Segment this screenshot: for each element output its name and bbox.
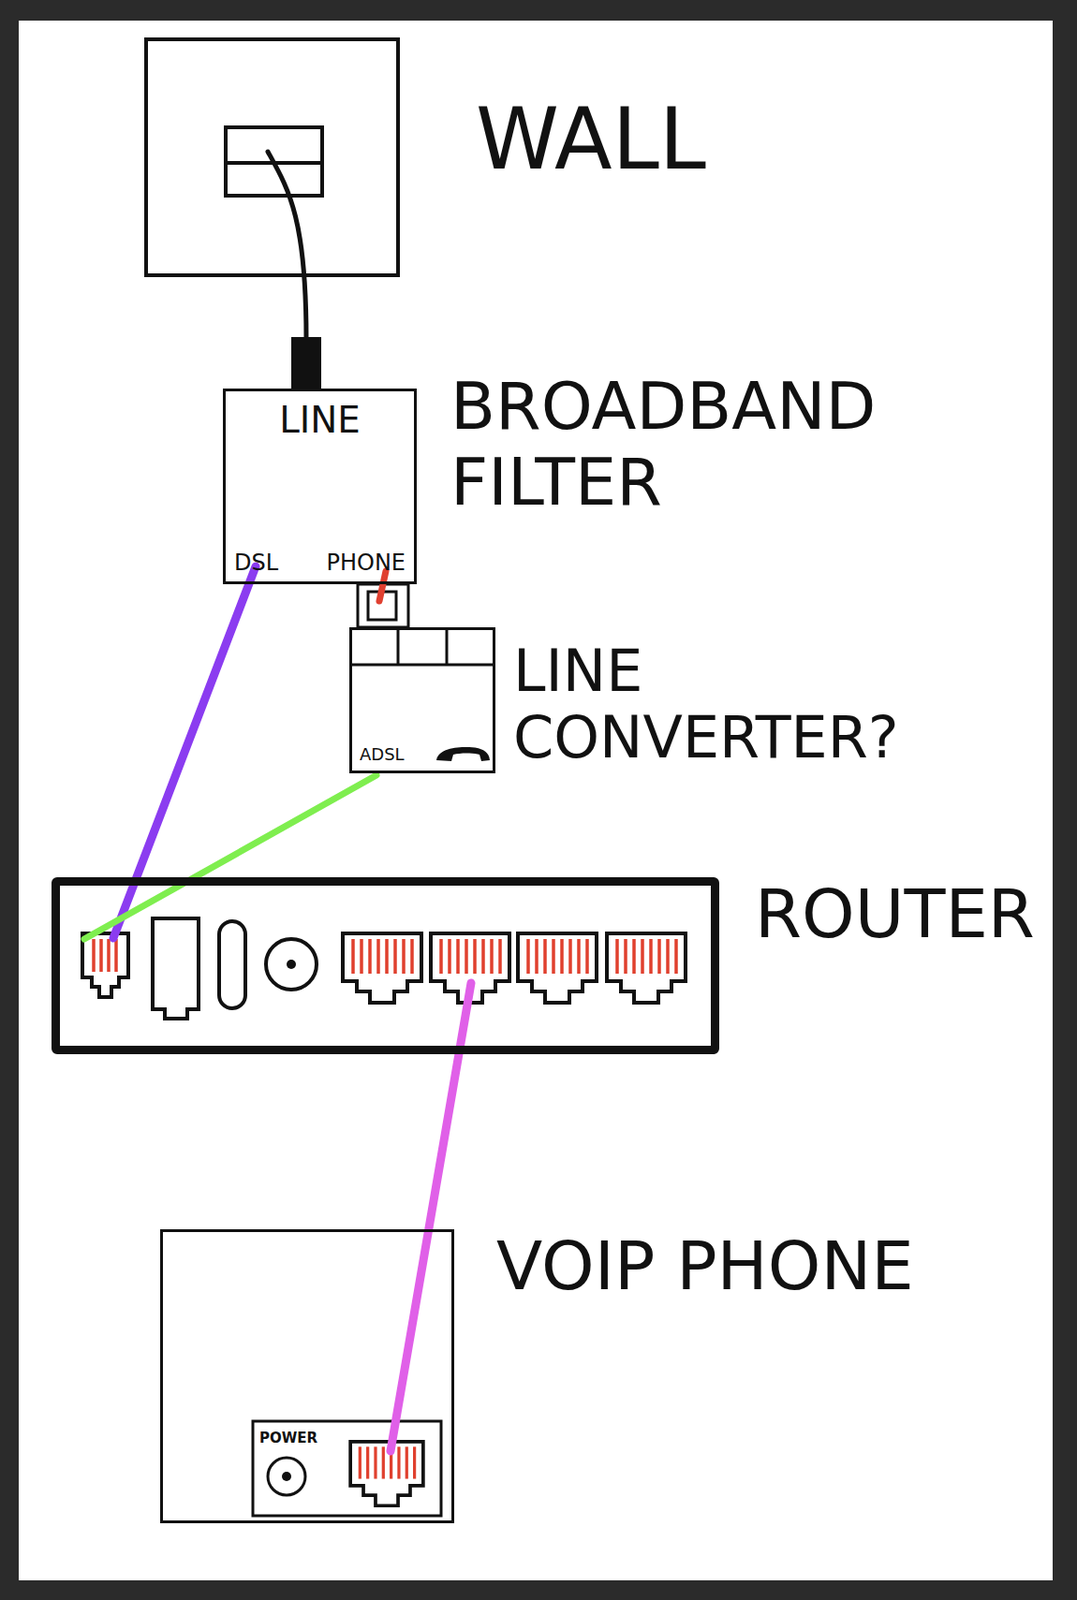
device-box: VOIP PHONEPOWER	[160, 1229, 455, 1524]
power-socket	[267, 1458, 306, 1496]
converter-sockets	[349, 627, 496, 665]
port-label: ADSL	[359, 746, 405, 764]
port-label: LINE	[225, 402, 414, 440]
power-socket	[265, 939, 317, 990]
device-box: WALL	[144, 37, 400, 278]
power-pin	[281, 1472, 292, 1482]
device-heading: WALL	[475, 97, 707, 182]
device-box: ROUTER	[51, 877, 720, 1055]
cable	[267, 151, 307, 340]
device-heading: LINE CONVERTER?	[513, 637, 954, 772]
device-box: LINE CONVERTER?ADSL	[349, 627, 496, 774]
port-label: POWER	[259, 1431, 318, 1446]
port-label: PHONE	[325, 551, 406, 575]
page-ground	[18, 20, 1053, 1581]
cable	[84, 775, 377, 940]
ethernet-port	[517, 933, 597, 1004]
phone-panel	[252, 1421, 442, 1517]
power-pin	[286, 959, 296, 970]
usb-port	[152, 918, 199, 1019]
device-heading: ROUTER	[754, 880, 1035, 948]
cable	[379, 571, 386, 602]
rj11-port	[82, 933, 129, 998]
device-box: BROADBAND FILTERLINEDSLPHONE	[222, 388, 417, 585]
ethernet-port	[342, 933, 422, 1004]
cable-plug	[291, 337, 322, 390]
port-label: DSL	[234, 551, 279, 575]
handset-icon	[436, 747, 490, 762]
ethernet-port	[606, 933, 686, 1004]
device-heading: BROADBAND FILTER	[450, 368, 919, 520]
device-heading: VOIP PHONE	[496, 1232, 915, 1300]
button	[219, 921, 246, 1009]
